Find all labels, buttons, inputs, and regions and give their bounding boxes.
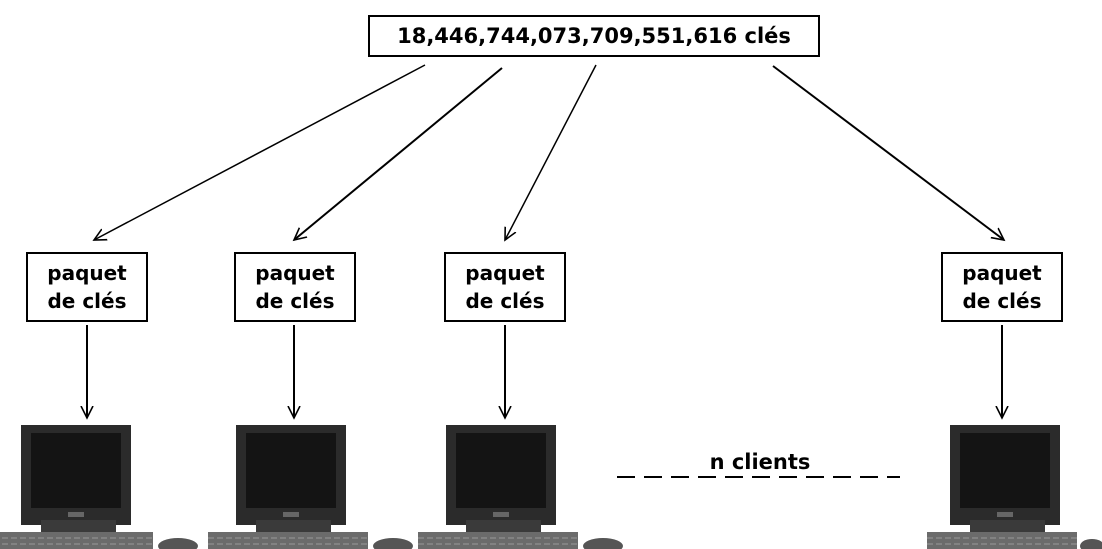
- computer-icon: [418, 425, 623, 549]
- arrow-to-packet-4: [772, 65, 1004, 240]
- arrow-to-packet-1: [94, 64, 426, 240]
- packet-label-line1: paquet: [465, 261, 545, 285]
- computer-icon: [927, 425, 1102, 549]
- packet-label-line1: paquet: [255, 261, 335, 285]
- arrow-to-packet-3: [505, 64, 597, 240]
- computer-icon: [208, 425, 413, 549]
- clients-label: n clients: [709, 450, 811, 474]
- arrow-to-packet-2: [294, 67, 503, 240]
- packet-label-line1: paquet: [962, 261, 1042, 285]
- key-packet-box: paquet de clés: [444, 252, 566, 322]
- packet-label-line2: de clés: [962, 289, 1042, 313]
- key-packet-box: paquet de clés: [26, 252, 148, 322]
- packet-label-line1: paquet: [47, 261, 127, 285]
- packet-label-line2: de clés: [465, 289, 545, 313]
- packet-label-line2: de clés: [47, 289, 127, 313]
- packet-label-line2: de clés: [255, 289, 335, 313]
- key-packet-box: paquet de clés: [234, 252, 356, 322]
- computer-icon: [0, 425, 198, 549]
- total-keys-box: 18,446,744,073,709,551,616 clés: [368, 15, 820, 57]
- key-packet-box: paquet de clés: [941, 252, 1063, 322]
